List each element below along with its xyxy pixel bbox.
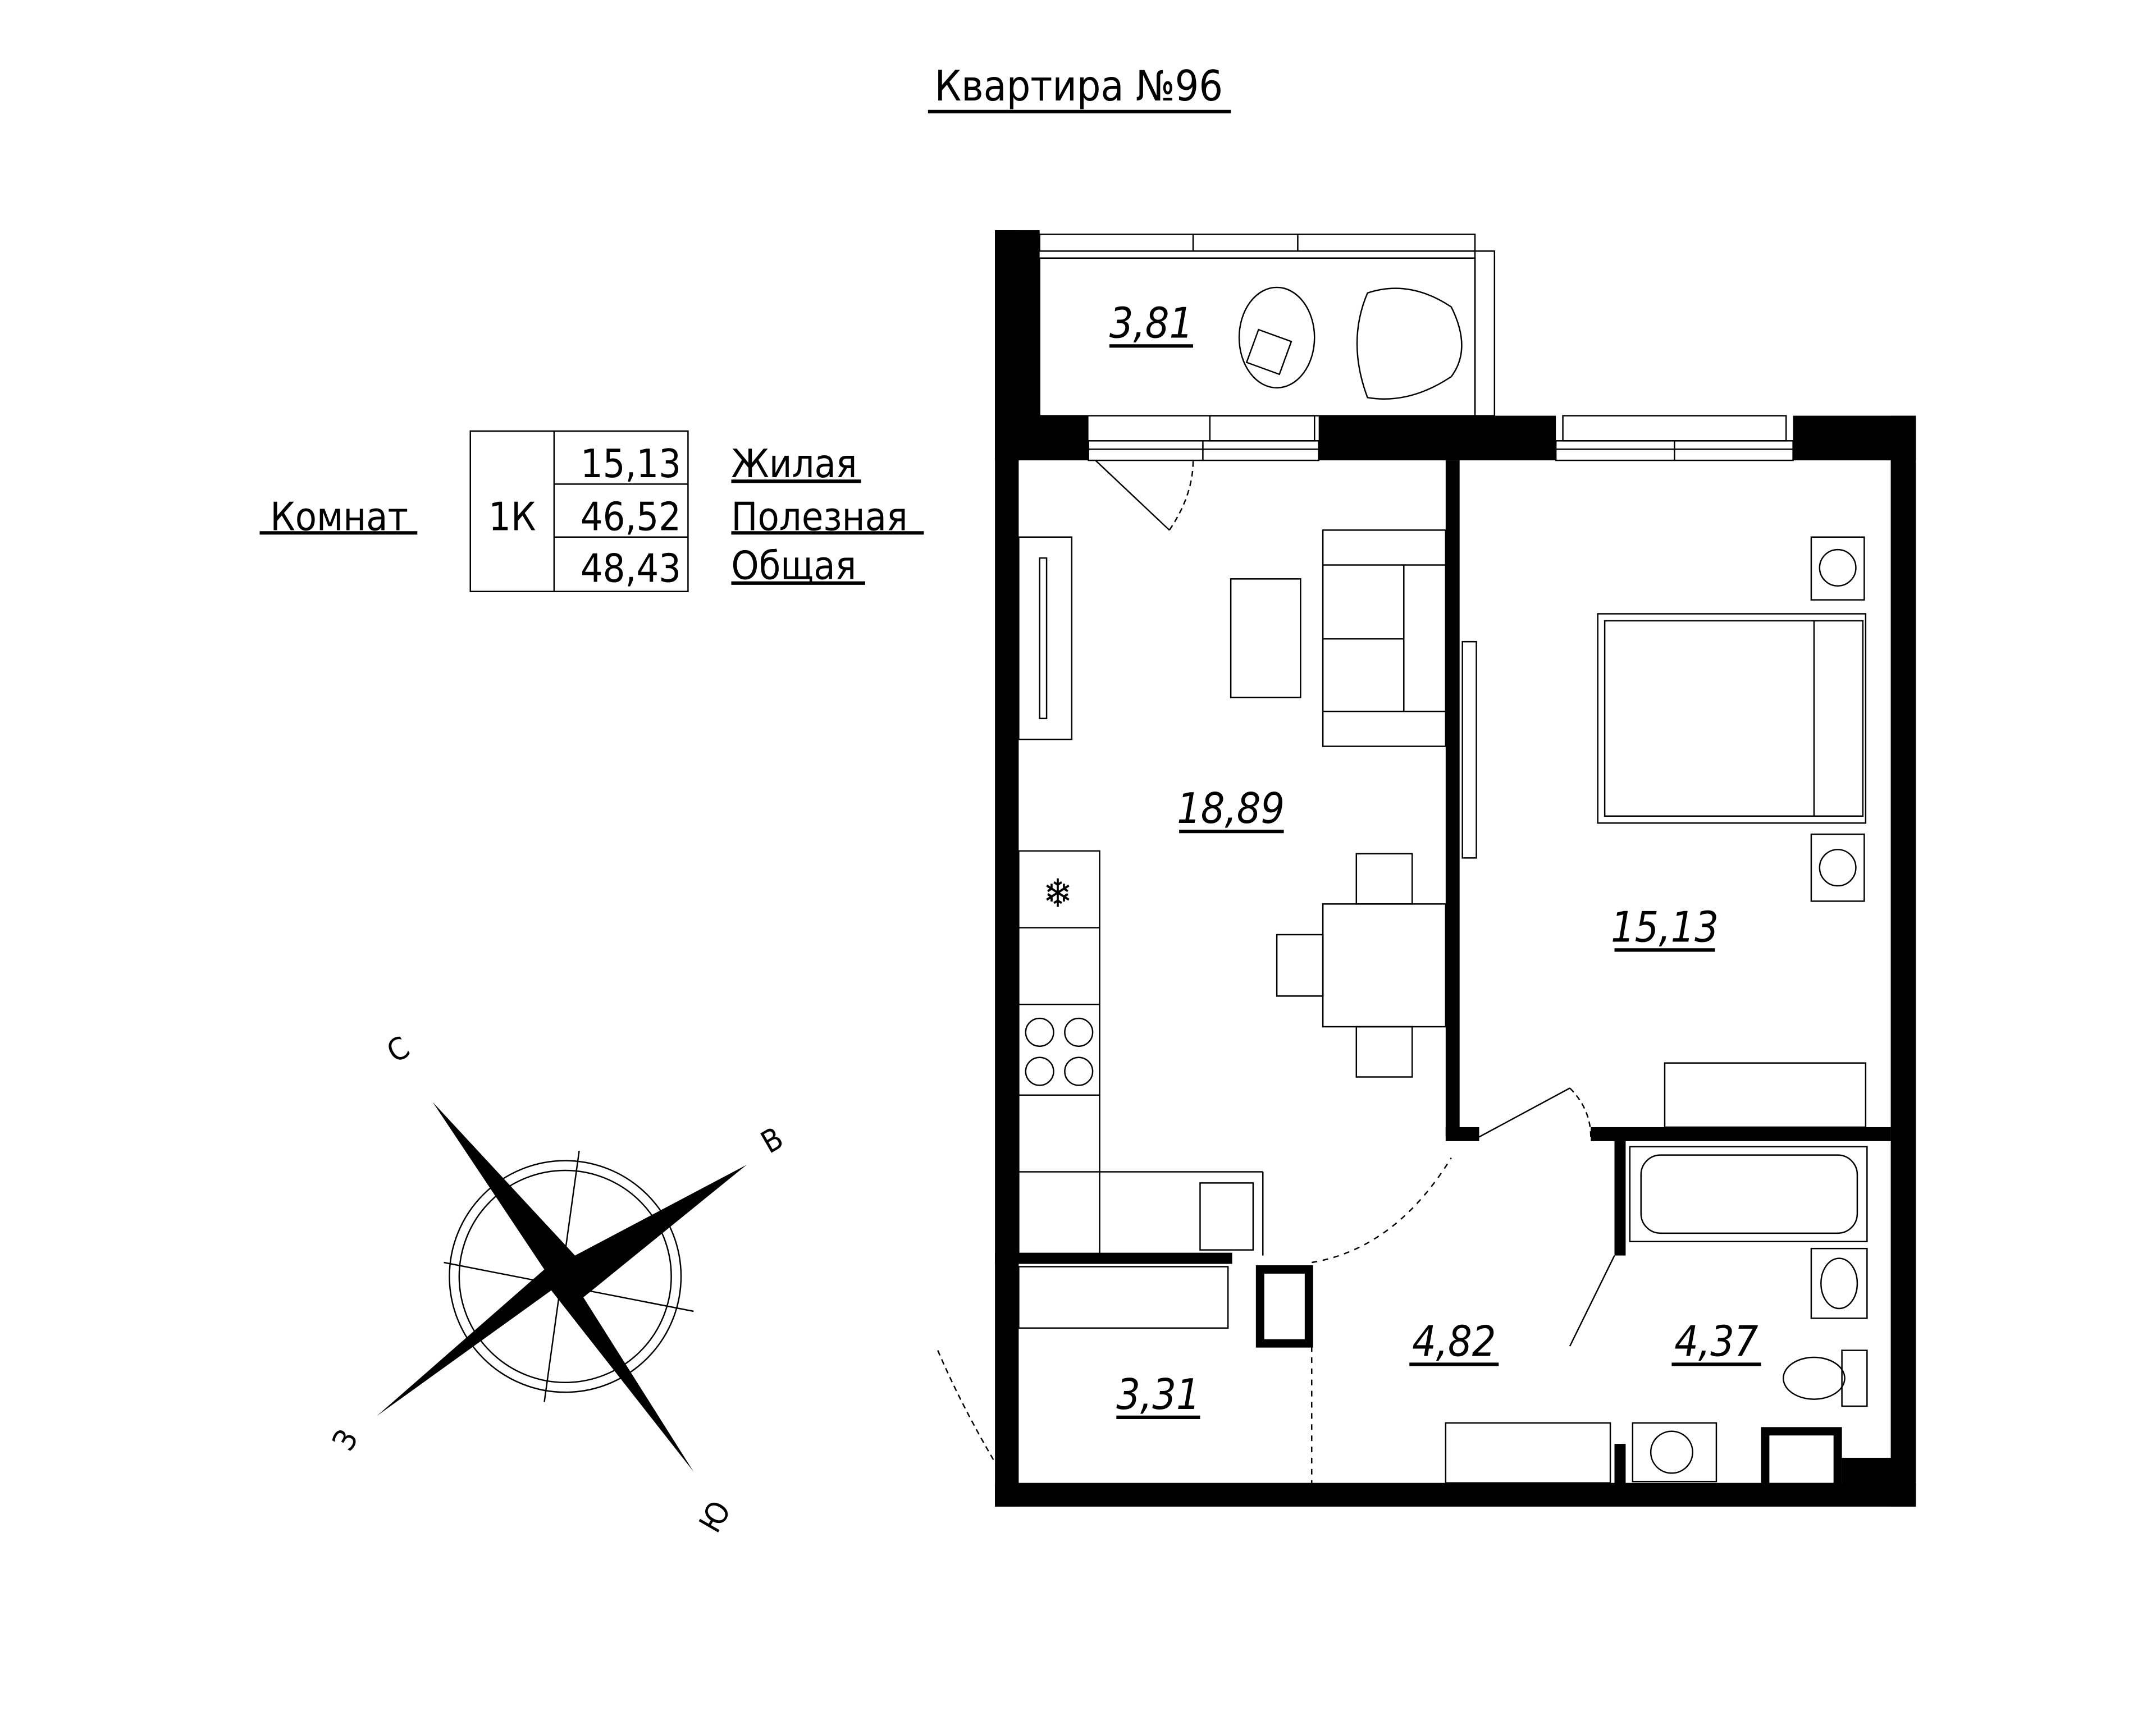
tv	[1461, 640, 1477, 859]
living-kitchen-area: 18,89	[1177, 784, 1285, 833]
bedroom-door[interactable]	[1478, 1087, 1570, 1138]
bedroom-area: 15,13	[1611, 903, 1719, 951]
living-furniture: ❄	[1018, 529, 1447, 1256]
tv-stand	[1018, 536, 1073, 740]
bathroom-door[interactable]	[1569, 1255, 1615, 1347]
stove-burner-icon	[1025, 1017, 1054, 1047]
washbasin	[1810, 1247, 1868, 1319]
bathroom-fixtures	[1629, 1146, 1868, 1483]
balcony-door[interactable]	[1095, 460, 1170, 531]
bedroom-furniture	[1461, 536, 1867, 1128]
living-area-label: Жилая	[731, 441, 857, 487]
double-bed	[1597, 613, 1867, 824]
wardrobe	[1664, 1062, 1867, 1128]
living-area-value: 15,13	[581, 441, 681, 487]
nightstand	[1810, 536, 1865, 601]
table-frame	[469, 430, 689, 592]
dining-table	[1322, 903, 1447, 1028]
coffee-table	[1230, 578, 1301, 698]
compass-south: Ю	[692, 1495, 738, 1539]
walls	[995, 230, 1916, 1507]
balcony	[1039, 234, 1496, 417]
bathtub	[1629, 1146, 1868, 1242]
sink	[1199, 1182, 1254, 1251]
freezer-icon: ❄	[1043, 871, 1072, 916]
compass-east: В	[755, 1120, 789, 1160]
compass-west: З	[325, 1423, 365, 1456]
compass-north: С	[381, 1029, 415, 1070]
hallway-area: 4,82	[1412, 1317, 1496, 1366]
round-table	[1238, 286, 1315, 389]
compass-rose: С В З Ю	[325, 1029, 789, 1538]
ventilation-shaft	[1761, 1427, 1842, 1491]
toilet	[1841, 1349, 1868, 1407]
windows	[1088, 415, 1794, 461]
entry-area: 3,31	[1116, 1370, 1200, 1419]
nightstand	[1810, 833, 1865, 902]
entrance-door[interactable]	[997, 1332, 1002, 1472]
total-area-value: 48,43	[581, 546, 681, 591]
ventilation-shaft	[1255, 1265, 1313, 1348]
bathroom-area: 4,37	[1674, 1317, 1758, 1366]
rooms-value: 1К	[488, 494, 536, 539]
entry-wardrobe	[1018, 1266, 1229, 1329]
sofa	[1322, 529, 1447, 747]
total-area-label: Общая	[731, 543, 856, 588]
balcony-area: 3,81	[1109, 299, 1193, 347]
summary-table: Комнат 1К 15,13 46,52 48,43 Жилая Полезн…	[259, 430, 924, 592]
compass-star-icon	[377, 1102, 747, 1472]
kitchen-counter	[1018, 850, 1100, 1256]
hallway-wardrobe	[1445, 1422, 1611, 1484]
page-title: Квартира №96	[934, 62, 1223, 111]
area-labels: 3,81 18,89 15,13 4,82 4,37 3,31	[1109, 299, 1761, 1419]
armchair	[1356, 287, 1463, 400]
useful-area-value: 46,52	[581, 494, 681, 539]
washing-machine	[1632, 1422, 1718, 1483]
